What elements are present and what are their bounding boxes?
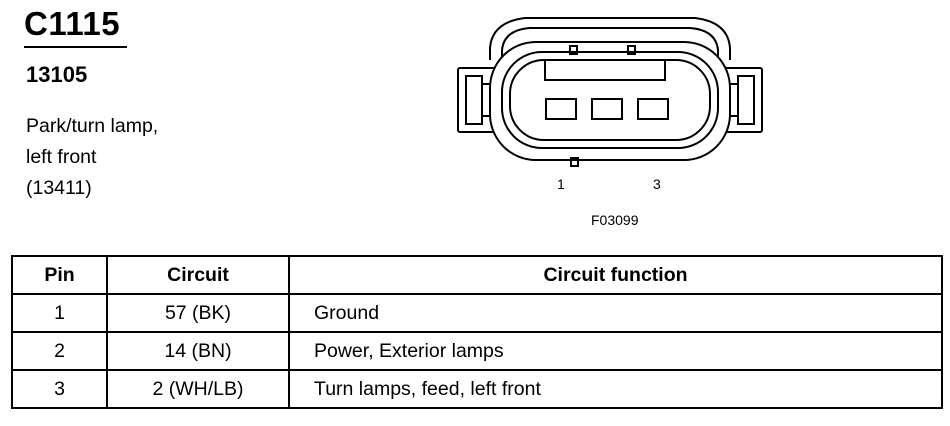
connector-hood	[489, 17, 731, 60]
connector-id: C1115	[24, 5, 121, 42]
table-row: 3 2 (WH/LB) Turn lamps, feed, left front	[11, 369, 943, 409]
pin-cell: 2	[11, 331, 108, 371]
column-header-circuit-function: Circuit function	[288, 255, 943, 295]
table-row: 2 14 (BN) Power, Exterior lamps	[11, 331, 943, 371]
key-tab-left	[569, 45, 578, 55]
circuit-cell: 2 (WH/LB)	[106, 369, 290, 409]
pin-cell: 1	[11, 293, 108, 333]
component-description-line-2: left front	[26, 146, 97, 168]
pin-3-label: 3	[653, 176, 661, 192]
lock-slot	[544, 59, 666, 81]
key-tab-right	[627, 45, 636, 55]
table-header-row: Pin Circuit Circuit function	[11, 255, 943, 295]
component-description-line-3: (13411)	[26, 177, 92, 199]
connector-body	[489, 41, 731, 161]
terminal-cavity-3	[637, 98, 669, 120]
function-cell: Power, Exterior lamps	[288, 331, 943, 371]
function-cell: Ground	[288, 293, 943, 333]
bottom-key-tab	[570, 157, 579, 167]
pinout-table: Pin Circuit Circuit function 1 57 (BK) G…	[11, 255, 943, 409]
pin-1-label: 1	[557, 176, 565, 192]
component-description-line-1: Park/turn lamp,	[26, 115, 159, 137]
figure-id: F03099	[591, 212, 639, 228]
function-cell: Turn lamps, feed, left front	[288, 369, 943, 409]
pin-cell: 3	[11, 369, 108, 409]
column-header-pin: Pin	[11, 255, 108, 295]
circuit-cell: 14 (BN)	[106, 331, 290, 371]
connector-face-diagram	[457, 17, 763, 167]
circuit-cell: 57 (BK)	[106, 293, 290, 333]
terminal-cavity-2	[591, 98, 623, 120]
column-header-circuit: Circuit	[106, 255, 290, 295]
terminal-cavity-1	[545, 98, 577, 120]
connector-inner-shell	[501, 51, 719, 149]
part-number: 13105	[26, 62, 88, 87]
table-row: 1 57 (BK) Ground	[11, 293, 943, 333]
title-underline	[24, 46, 127, 48]
connector-hood-inner	[501, 27, 719, 58]
